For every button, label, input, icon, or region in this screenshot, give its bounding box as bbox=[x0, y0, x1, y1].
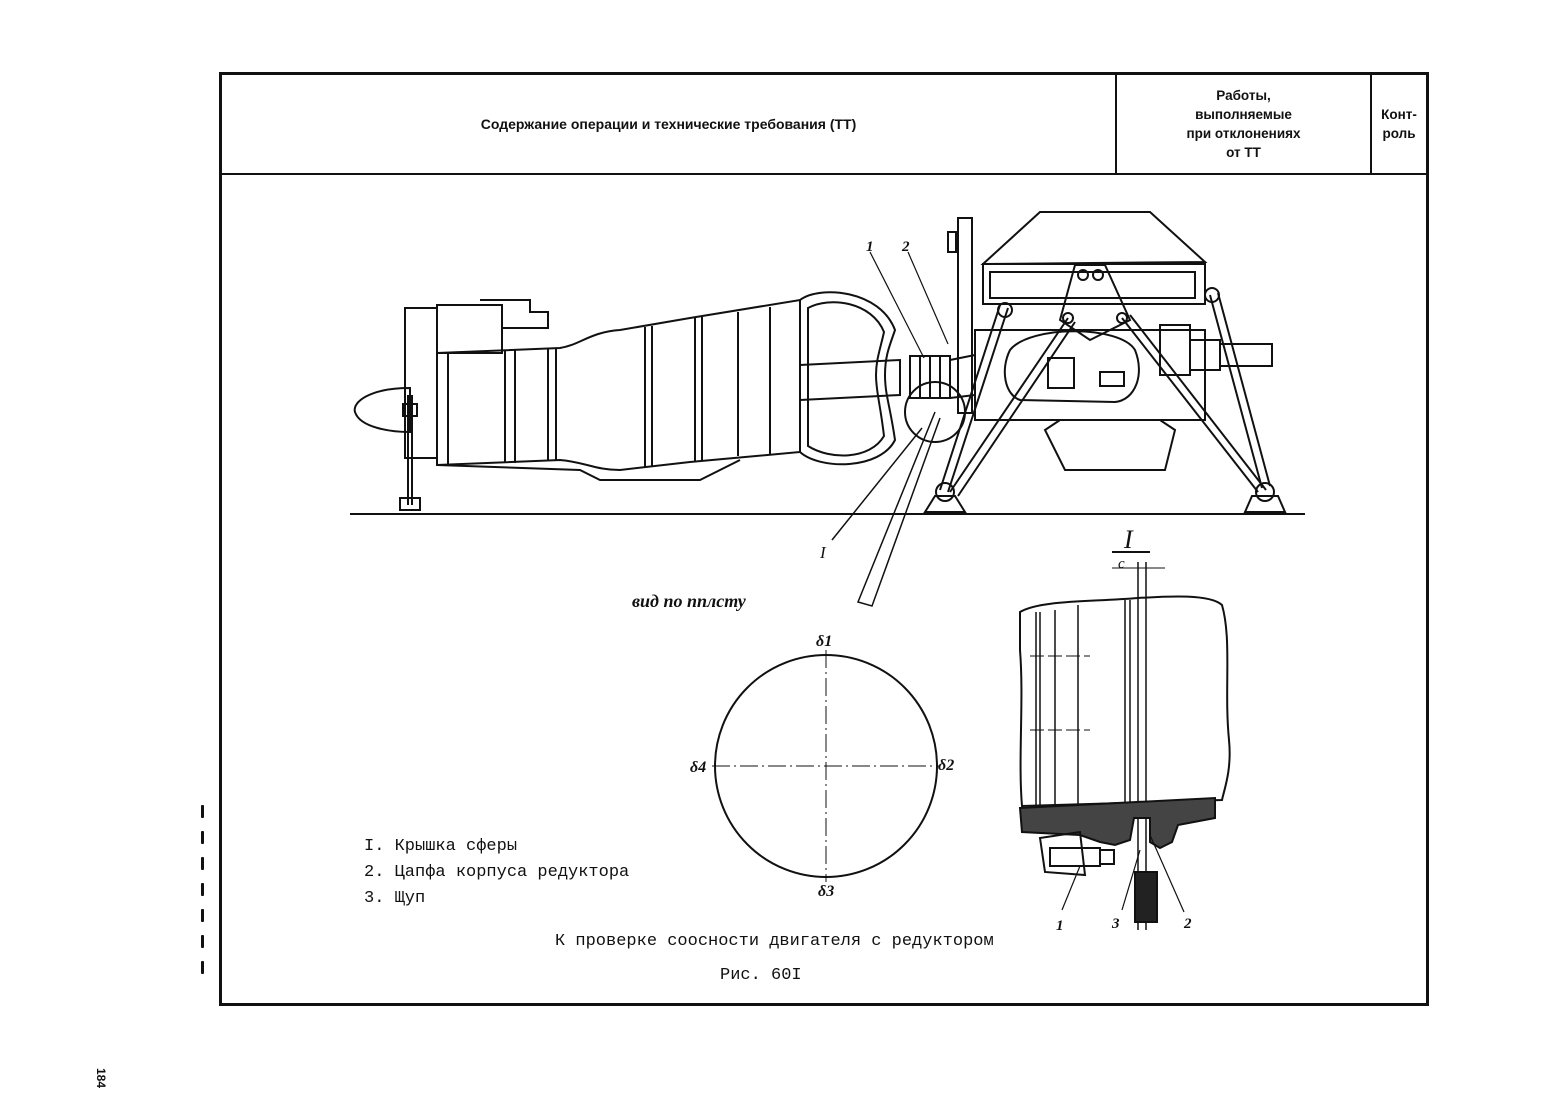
probe-leader bbox=[856, 411, 941, 607]
detail-label-2: 2 bbox=[1183, 916, 1192, 932]
header-works-column: Работы, выполняемые при отклонениях от Т… bbox=[1117, 75, 1372, 173]
callout-1: 1 bbox=[866, 239, 874, 255]
detail-section bbox=[1018, 562, 1231, 930]
header-control-column: Конт- роль bbox=[1381, 107, 1417, 141]
shaft-coupling bbox=[799, 353, 976, 401]
detail-label-1: 1 bbox=[1056, 918, 1064, 934]
legend-item-1: I. Крышка сферы bbox=[364, 837, 518, 856]
gearbox-assembly bbox=[947, 211, 1273, 471]
inlet-cradle-inner bbox=[807, 301, 886, 457]
detail-label-3: 3 bbox=[1111, 916, 1120, 932]
inlet-cradle bbox=[799, 291, 897, 466]
view-label: вид по пплсту bbox=[632, 591, 747, 611]
delta-1-label: δ1 bbox=[816, 633, 832, 650]
delta-4-label: δ4 bbox=[690, 759, 706, 776]
legend-item-2: 2. Цапфа корпуса редуктора bbox=[364, 863, 630, 882]
table-header: Содержание операции и технические требов… bbox=[222, 75, 1426, 175]
support-struts bbox=[923, 287, 1287, 513]
parts-legend: I. Крышка сферы 2. Цапфа корпуса редукто… bbox=[364, 834, 629, 912]
detail-title: I bbox=[1123, 525, 1134, 554]
delta-3-label: δ3 bbox=[818, 883, 834, 900]
figure-number: Рис. 60I bbox=[720, 966, 802, 985]
page-number: 184 bbox=[94, 1068, 108, 1089]
front-stand bbox=[399, 395, 421, 511]
engine-body bbox=[404, 298, 801, 481]
page-frame: Содержание операции и технические требов… bbox=[219, 72, 1429, 1006]
clearance-circle-view bbox=[712, 650, 940, 882]
header-content-column: Содержание операции и технические требов… bbox=[222, 75, 1117, 173]
callout-2: 2 bbox=[901, 239, 910, 255]
detail-subtitle: c bbox=[1118, 556, 1125, 572]
detail-marker: I bbox=[819, 543, 827, 562]
nose-cone bbox=[353, 386, 411, 434]
delta-2-label: δ2 bbox=[938, 757, 954, 774]
legend-item-3: 3. Щуп bbox=[364, 889, 426, 908]
figure-caption: К проверке соосности двигателя с редукто… bbox=[555, 932, 994, 951]
detail-leader bbox=[831, 427, 923, 541]
binding-marks-icon bbox=[201, 805, 207, 987]
